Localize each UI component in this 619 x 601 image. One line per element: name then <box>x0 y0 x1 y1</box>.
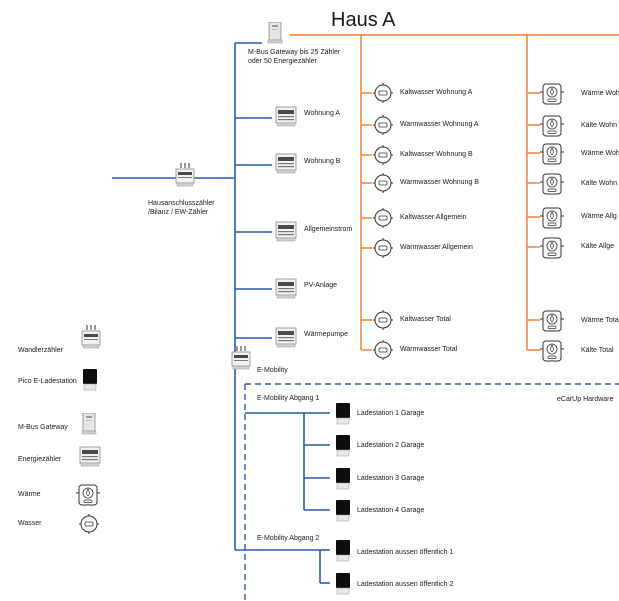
energy-meter-icon <box>275 278 297 299</box>
heat-meter-icon <box>540 143 564 165</box>
meter-label-waermepumpe: Wärmepumpe <box>304 331 348 338</box>
charging-station-icon <box>82 368 98 391</box>
heat-meter-icon <box>540 310 564 332</box>
heat-meter-icon <box>540 83 564 105</box>
gateway-label-2: oder 50 Energiezähler <box>248 58 317 65</box>
heat-meter-icon <box>540 173 564 195</box>
gateway-icon <box>267 22 283 44</box>
water-meter-icon <box>372 145 394 165</box>
heat-label: Kälte Total <box>581 347 614 354</box>
meter-label-pv-anlage: PV-Anlage <box>304 282 338 289</box>
charging-station-icon <box>335 499 351 522</box>
meter-label-wohnung-b: Wohnung B <box>304 158 341 165</box>
energy-meter-icon <box>275 106 297 127</box>
water-label: Warmwasser Wohnung B <box>400 179 479 186</box>
water-meter-icon <box>372 83 394 103</box>
water-label: Warmwasser Wohnung A <box>400 121 479 128</box>
water-label: Kaltwasser Total <box>400 316 451 323</box>
heat-label: Kälte Wohn <box>581 122 618 129</box>
energy-meter-icon <box>275 221 297 242</box>
main-meter-label-2: /Bilanz / EW-Zähler <box>148 209 209 216</box>
heat-label: Wärme Tota <box>581 317 619 324</box>
main-meter-icon <box>175 163 195 187</box>
water-heat-lines <box>290 34 619 351</box>
heat-label: Kälte Wohn <box>581 180 618 187</box>
station-label: Ladestation aussen öffentlich 2 <box>357 581 454 588</box>
energy-meter-icon <box>275 327 297 348</box>
energy-meter-icon <box>275 153 297 174</box>
legend-label: Energiezähler <box>18 456 62 463</box>
water-label: Warmwasser Total <box>400 346 458 353</box>
water-meter-icon <box>372 115 394 135</box>
heat-label: Wärme Woh <box>581 150 619 157</box>
charging-station-icon <box>335 402 351 425</box>
emobility-meter-icon <box>231 346 251 370</box>
water-meter-icon <box>372 340 394 360</box>
gateway-icon <box>81 413 97 435</box>
water-label: Kaltwasser Wohnung B <box>400 151 473 158</box>
legend-label: Wandlerzähler <box>18 347 63 354</box>
charging-station-icon <box>335 572 351 595</box>
water-label: Kaltwasser Allgemein <box>400 214 467 221</box>
bus-lines <box>112 42 330 584</box>
legend-label: Wasser <box>18 520 42 527</box>
station-label: Ladestation 3 Garage <box>357 475 425 482</box>
gateway-label-1: M-Bus Gateway bis 25 Zähler <box>248 49 341 56</box>
legend-label: M-Bus Gateway <box>18 424 68 431</box>
transformer-meter-icon <box>81 325 101 349</box>
station-label: Ladestation 1 Garage <box>357 410 425 417</box>
hardware-label: eCarUp Hardware <box>557 396 614 403</box>
legend-label: Wärme <box>18 491 41 498</box>
station-label: Ladestation 4 Garage <box>357 507 425 514</box>
station-label: Ladestation aussen öffentlich 1 <box>357 549 454 556</box>
heat-label: Kälte Allge <box>581 243 615 250</box>
charging-station-icon <box>335 434 351 457</box>
diagram-title: Haus A <box>331 9 396 31</box>
heat-meter-icon <box>540 237 564 259</box>
water-meter-icon <box>372 173 394 193</box>
emobility-label: E-Mobility <box>257 367 288 374</box>
station-label: Ladestation 2 Garage <box>357 442 425 449</box>
heat-meter-icon <box>76 484 100 506</box>
water-label: Kaltwasser Wohnung A <box>400 89 473 96</box>
abgang1-label: E-Mobility Abgang 1 <box>257 395 320 402</box>
heat-meter-icon <box>540 115 564 137</box>
energy-meter-icon <box>79 446 101 467</box>
heat-meter-icon <box>540 340 564 362</box>
legend-label: Pico E-Ladestation <box>18 378 77 385</box>
water-meter-icon <box>372 310 394 330</box>
hardware-boundary <box>244 383 619 601</box>
water-meter-icon <box>372 238 394 258</box>
main-meter-label-1: Hausanschlusszähler <box>148 200 215 207</box>
meter-label-allgemeinstrom: Allgemeinstrom <box>304 226 353 233</box>
heat-meter-icon <box>540 207 564 229</box>
heat-label: Wärme Allg <box>581 213 617 220</box>
charging-station-icon <box>335 467 351 490</box>
charging-station-icon <box>335 539 351 562</box>
heat-label: Wärme Woh <box>581 90 619 97</box>
water-meter-icon <box>372 208 394 228</box>
water-label: Warmwasser Allgemein <box>400 244 473 251</box>
abgang2-label: E-Mobility Abgang 2 <box>257 535 320 542</box>
meter-label-wohnung-a: Wohnung A <box>304 110 341 117</box>
water-meter-icon <box>78 514 100 534</box>
